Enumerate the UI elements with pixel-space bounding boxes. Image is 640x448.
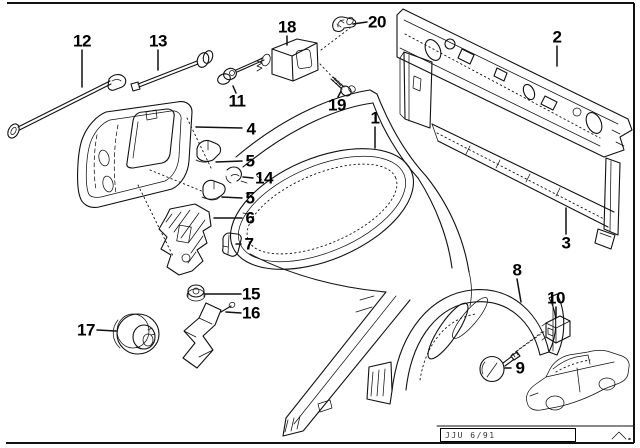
- part-15-nut-art: [186, 284, 206, 302]
- part-callout-7-14[interactable]: 7: [244, 234, 254, 254]
- part-callout-13-1[interactable]: 13: [149, 31, 167, 51]
- part-callout-10-19[interactable]: 10: [547, 288, 565, 308]
- part-1-side-frame-art: [229, 89, 472, 437]
- part-callout-16-16[interactable]: 16: [242, 303, 260, 323]
- part-17-grommet-art: [112, 313, 160, 355]
- part-18-actuator-art: [256, 27, 351, 87]
- page-frame-rules: [6, 2, 635, 444]
- part-4-filler-flap-art: [77, 101, 213, 257]
- part-7-clip-art: [222, 232, 242, 257]
- part-callout-2-7[interactable]: 2: [552, 27, 562, 47]
- part-callout-18-3[interactable]: 18: [278, 17, 296, 37]
- part-callout-3-8[interactable]: 3: [561, 233, 571, 253]
- diagram-code: JJU 6/91: [445, 430, 496, 440]
- part-11-bushing-art: [217, 57, 265, 85]
- part-12-cable-art: [7, 74, 127, 139]
- part-callout-8-18[interactable]: 8: [512, 260, 522, 280]
- part-10-bracket-art: [541, 315, 571, 344]
- part-callout-5-10[interactable]: 5: [245, 151, 255, 171]
- part-callout-15-15[interactable]: 15: [242, 284, 260, 304]
- part-callout-4-9[interactable]: 4: [246, 119, 256, 139]
- part-16-bracket-art: [182, 301, 236, 369]
- part-callout-17-17[interactable]: 17: [77, 320, 95, 340]
- part-2-tail-panel-art: [396, 8, 633, 158]
- part-callout-5-12[interactable]: 5: [245, 188, 255, 208]
- part-8-wheel-arch-art: [366, 289, 565, 405]
- part-3-lower-panel-art: [431, 123, 621, 250]
- part-callout-1-6[interactable]: 1: [370, 108, 380, 128]
- part-callout-9-20[interactable]: 9: [515, 358, 525, 378]
- part-13-rod-art: [130, 50, 214, 92]
- part-callout-6-13[interactable]: 6: [245, 208, 255, 228]
- part-9-screw-art: [479, 330, 546, 383]
- part-callout-11-2[interactable]: 11: [228, 91, 246, 111]
- part-5-hinge-upper-art: [195, 139, 222, 163]
- part-callout-14-11[interactable]: 14: [255, 168, 273, 188]
- car-locator-thumbnail: [526, 350, 630, 411]
- part-14-spring-art: [225, 166, 248, 184]
- part-5-hinge-lower-art: [201, 179, 226, 201]
- part-callout-12-0[interactable]: 12: [73, 31, 91, 51]
- part-6-lock-art: [158, 203, 212, 276]
- part-callout-19-5[interactable]: 19: [328, 95, 346, 115]
- part-callout-20-4[interactable]: 20: [368, 12, 386, 32]
- callout-leader-lines: [81, 21, 567, 369]
- diagram-code-box: JJU 6/91: [440, 428, 576, 442]
- caret-icon: [611, 431, 631, 441]
